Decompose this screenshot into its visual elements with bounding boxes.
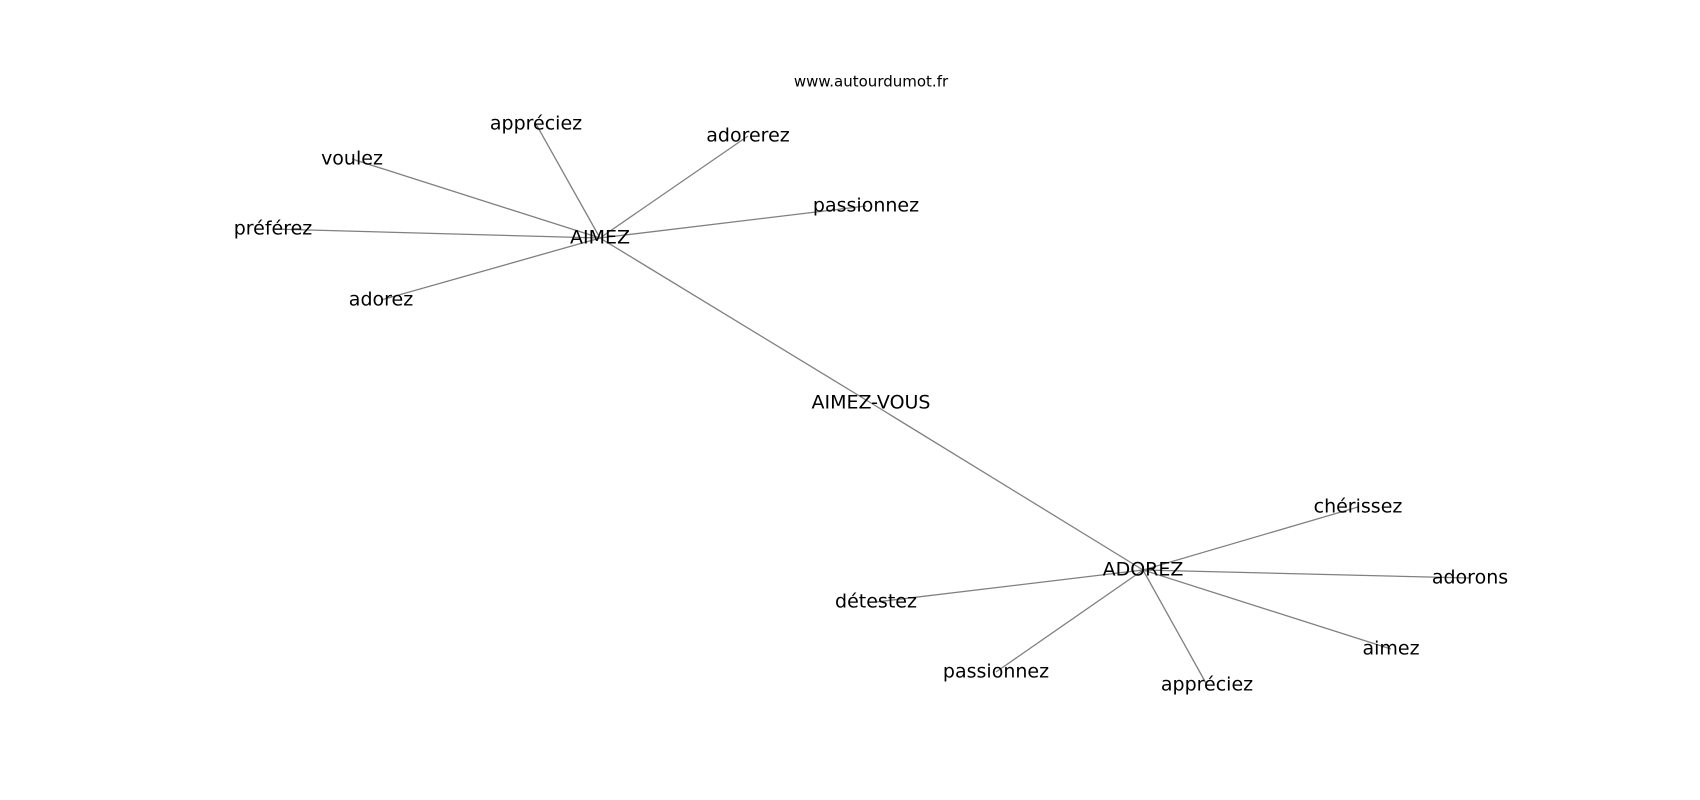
edges-layer	[272, 123, 1471, 686]
edge-aimez-hub-aimez-vous	[599, 237, 872, 404]
node-passionnez-1[interactable]: passionnez	[813, 195, 919, 217]
site-url-label: www.autourdumot.fr	[794, 73, 949, 91]
edge-adorez-hub-appreciez-2	[1142, 569, 1208, 686]
node-adorons[interactable]: adorons	[1432, 567, 1508, 589]
node-cherissez[interactable]: chérissez	[1314, 496, 1403, 518]
node-adorez[interactable]: adorez	[349, 289, 413, 311]
node-aimez-hub[interactable]: AIMEZ	[570, 227, 630, 249]
node-voulez[interactable]: voulez	[321, 148, 383, 170]
node-aimez-vous[interactable]: AIMEZ-VOUS	[811, 392, 930, 414]
node-detestez[interactable]: détestez	[835, 591, 917, 613]
edge-aimez-vous-adorez-hub	[870, 402, 1144, 571]
node-preferez[interactable]: préférez	[234, 218, 313, 240]
node-appreciez-2[interactable]: appréciez	[1161, 674, 1253, 696]
node-adorez-hub[interactable]: ADOREZ	[1103, 559, 1184, 581]
node-passionnez-2[interactable]: passionnez	[943, 661, 1049, 683]
edge-adorez-hub-aimez	[1142, 569, 1392, 650]
edge-adorez-hub-cherissez	[1142, 506, 1359, 571]
labels-layer: AIMEZ-VOUS AIMEZ ADOREZ appréciez adorer…	[234, 113, 1508, 696]
edge-aimez-hub-voulez	[351, 158, 601, 239]
edge-adorez-hub-adorons	[1142, 569, 1471, 579]
edge-adorez-hub-detestez	[875, 569, 1144, 603]
node-adorerez[interactable]: adorerez	[706, 125, 789, 147]
edge-aimez-hub-passionnez-1	[599, 205, 867, 239]
edge-aimez-hub-preferez	[272, 228, 601, 239]
node-aimez[interactable]: aimez	[1362, 638, 1419, 660]
edge-aimez-hub-appreciez-1	[535, 123, 601, 239]
node-appreciez-1[interactable]: appréciez	[490, 113, 582, 135]
edge-aimez-hub-adorez	[380, 237, 601, 301]
edge-aimez-hub-adorerez	[599, 135, 749, 239]
edge-adorez-hub-passionnez-2	[995, 569, 1144, 673]
